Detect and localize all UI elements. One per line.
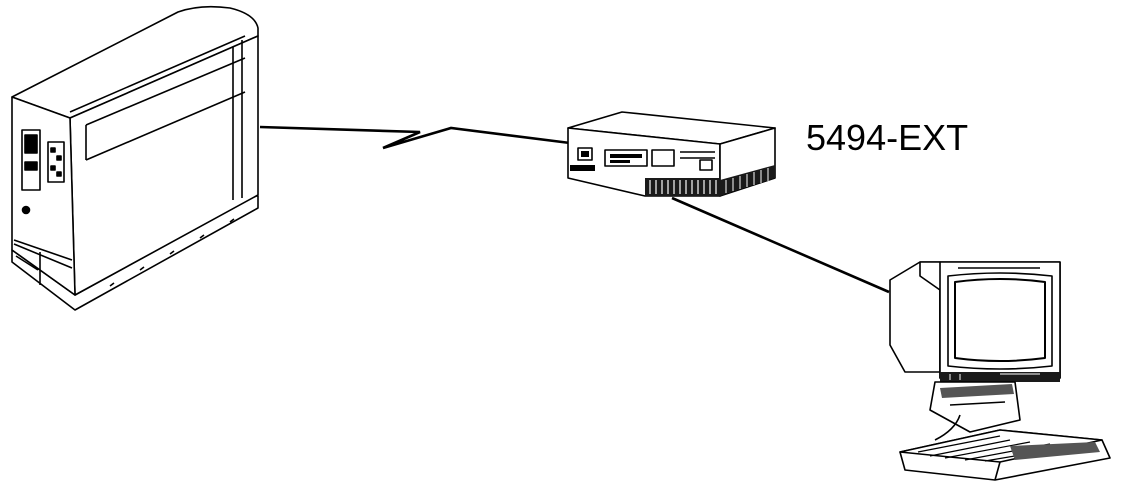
server-keylock [23, 207, 30, 214]
workstation [890, 262, 1110, 480]
remote-link-line [260, 127, 570, 148]
server-tower [12, 7, 258, 310]
controller-label: 5494-EXT [806, 117, 968, 158]
controller-slot [652, 150, 674, 166]
controller-5494 [568, 112, 775, 196]
monitor-screen [955, 279, 1045, 361]
local-cable-line [672, 198, 889, 292]
